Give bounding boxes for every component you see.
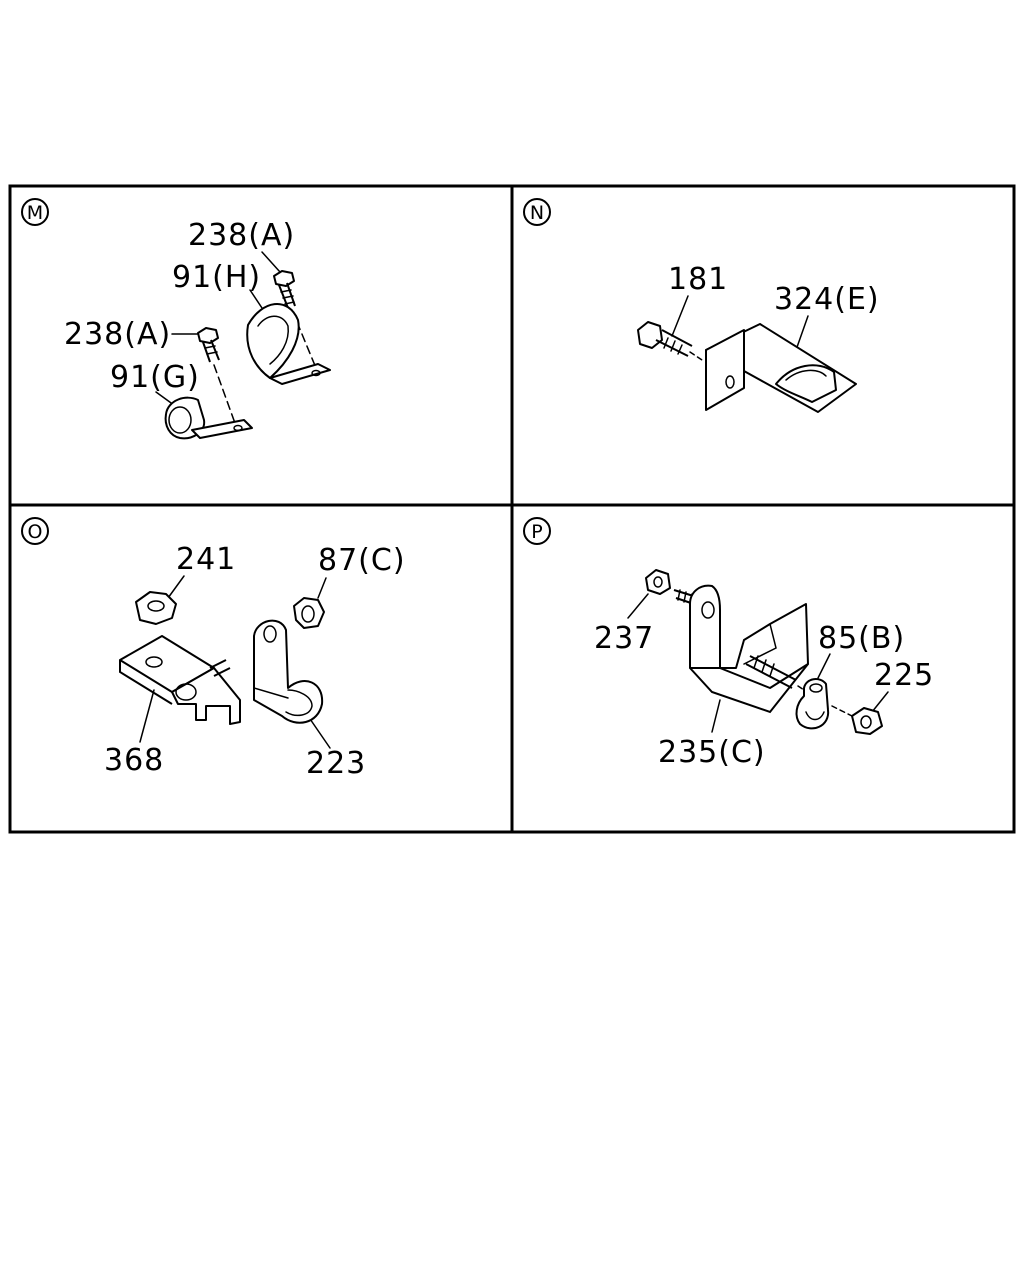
callout-m-91g: 91(G) (110, 360, 200, 395)
bracket-235c (689, 584, 809, 714)
callout-p-85b: 85(B) (818, 621, 905, 656)
callout-o-87c: 87(C) (318, 543, 406, 578)
bracket-368 (119, 635, 241, 725)
nut-241 (135, 591, 177, 625)
panel-o-letter: O (28, 521, 43, 543)
nut-87c (293, 597, 325, 629)
clip-223 (253, 619, 324, 724)
panel-p: P 237 85(B) 225 235(C) (523, 517, 934, 770)
nut-237 (645, 569, 671, 595)
panel-p-marker: P (523, 517, 551, 545)
callout-o-241: 241 (176, 542, 236, 577)
callout-o-368: 368 (104, 743, 164, 778)
panel-grid (8, 184, 1016, 834)
panel-o: O 241 87(C) 368 223 (21, 517, 406, 781)
callout-m-238a-left: 238(A) (64, 317, 171, 352)
clip-85b (795, 678, 830, 730)
bolt-181 (637, 321, 693, 357)
callout-m-91h: 91(H) (172, 260, 261, 295)
callout-n-324e: 324(E) (774, 282, 880, 317)
callout-o-223: 223 (306, 746, 366, 781)
panel-n-marker: N (523, 198, 551, 226)
clip-91h (246, 302, 331, 385)
bolt-238a-lower (197, 327, 220, 363)
panel-o-marker: O (21, 517, 49, 545)
panel-n: N 181 324(E) (523, 198, 880, 413)
panel-p-letter: P (531, 521, 542, 543)
panel-m-letter: M (27, 202, 43, 224)
panel-n-letter: N (530, 202, 544, 224)
stud-right (745, 655, 797, 689)
nut-225 (851, 707, 883, 735)
clip-91g (164, 396, 253, 440)
callout-p-225: 225 (874, 658, 934, 693)
panel-m: M 238(A) 91(H) 238(A) 91(G) (21, 198, 331, 440)
callout-n-181: 181 (668, 262, 728, 297)
callout-p-235c: 235(C) (658, 735, 766, 770)
callout-m-238a-top: 238(A) (188, 218, 295, 253)
callout-p-237: 237 (594, 621, 654, 656)
bracket-324e (705, 323, 857, 413)
panel-m-marker: M (21, 198, 49, 226)
bolt-238a-upper (273, 270, 296, 309)
